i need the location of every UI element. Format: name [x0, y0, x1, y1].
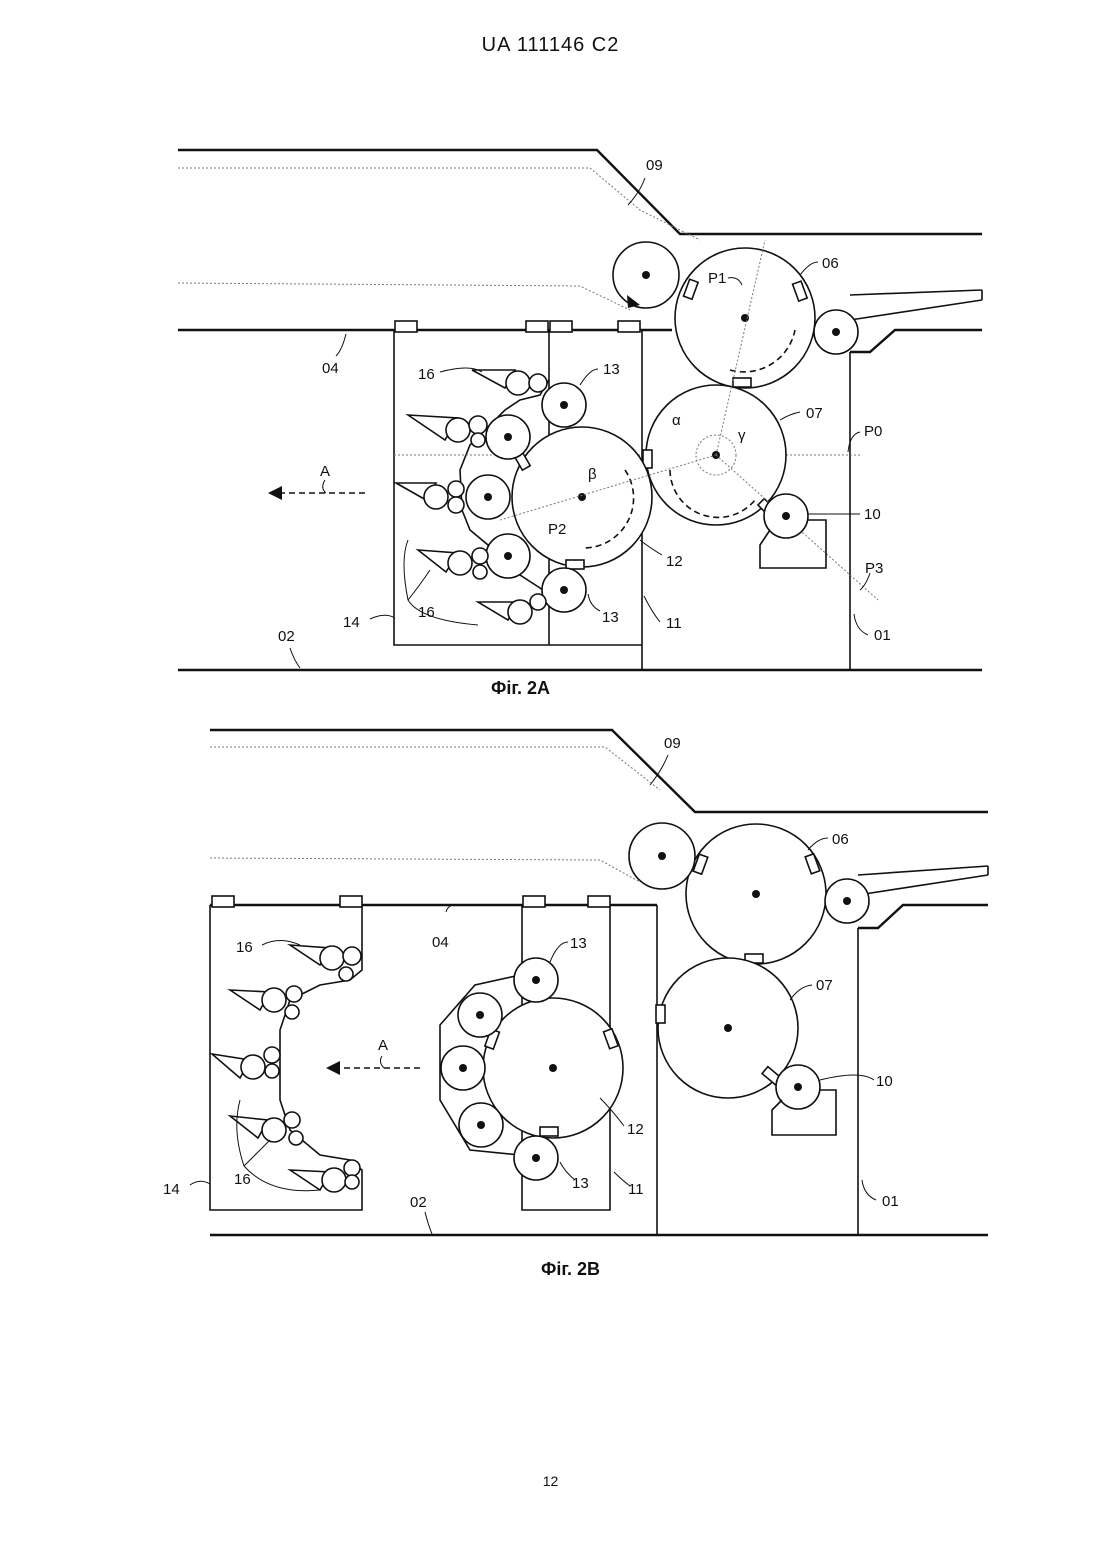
upper-guide-dotted: [178, 168, 700, 240]
label-10: 10: [864, 506, 881, 523]
label-gamma: γ: [738, 427, 746, 444]
label-13-top: 13: [603, 361, 620, 378]
label-09: 09: [664, 735, 681, 752]
label-07: 07: [806, 405, 823, 422]
label-13-bottom: 13: [602, 609, 619, 626]
figure-2b-drawing: 09 06 04 13 16 07 A 10 12 14 16 13 11 02…: [0, 720, 1101, 1260]
label-13-top: 13: [570, 935, 587, 952]
delivery-belt-top: [850, 290, 982, 295]
figure-2b: 09 06 04 13 16 07 A 10 12 14 16 13 11 02…: [0, 720, 1101, 1265]
label-02: 02: [278, 628, 295, 645]
label-p1: P1: [708, 270, 726, 287]
label-16-top: 16: [236, 939, 253, 956]
label-04: 04: [432, 934, 449, 951]
label-16-top: 16: [418, 366, 435, 383]
label-09: 09: [646, 157, 663, 174]
arrow-a-head: [326, 1061, 340, 1075]
label-11: 11: [666, 615, 682, 632]
label-11: 11: [628, 1181, 644, 1198]
figure-2a: 09 06 P1 04 16 13 07 α γ P0 A β P2 10 12…: [0, 130, 1101, 685]
upper-guide-line: [178, 150, 982, 234]
label-10: 10: [876, 1073, 893, 1090]
label-02: 02: [410, 1194, 427, 1211]
label-04: 04: [322, 360, 339, 377]
label-16-bottom: 16: [234, 1171, 251, 1188]
page-number: 12: [0, 1473, 1101, 1489]
middle-guide-dotted: [178, 283, 630, 310]
label-p3: P3: [865, 560, 883, 577]
label-12: 12: [627, 1121, 644, 1138]
label-12: 12: [666, 553, 683, 570]
label-16-bottom: 16: [418, 604, 435, 621]
label-beta: β: [588, 466, 597, 483]
patent-number-header: UA 111146 C2: [0, 34, 1101, 57]
label-p2: P2: [548, 521, 566, 538]
label-p0: P0: [864, 423, 882, 440]
label-01: 01: [874, 627, 891, 644]
label-alpha: α: [672, 412, 681, 429]
label-14: 14: [163, 1181, 180, 1198]
label-07: 07: [816, 977, 833, 994]
label-13-bottom: 13: [572, 1175, 589, 1192]
label-06: 06: [832, 831, 849, 848]
caption-fig-2a: Фіг. 2А: [0, 678, 1071, 699]
label-a: A: [378, 1037, 388, 1054]
frame-01-top: [850, 330, 982, 352]
label-14: 14: [343, 614, 360, 631]
caption-fig-2b: Фіг. 2В: [20, 1259, 1101, 1280]
figure-2a-drawing: 09 06 P1 04 16 13 07 α γ P0 A β P2 10 12…: [0, 130, 1101, 680]
arrow-a-head: [268, 486, 282, 500]
label-01: 01: [882, 1193, 899, 1210]
label-06: 06: [822, 255, 839, 272]
upper-guide-line: [210, 730, 988, 812]
label-a: A: [320, 463, 330, 480]
